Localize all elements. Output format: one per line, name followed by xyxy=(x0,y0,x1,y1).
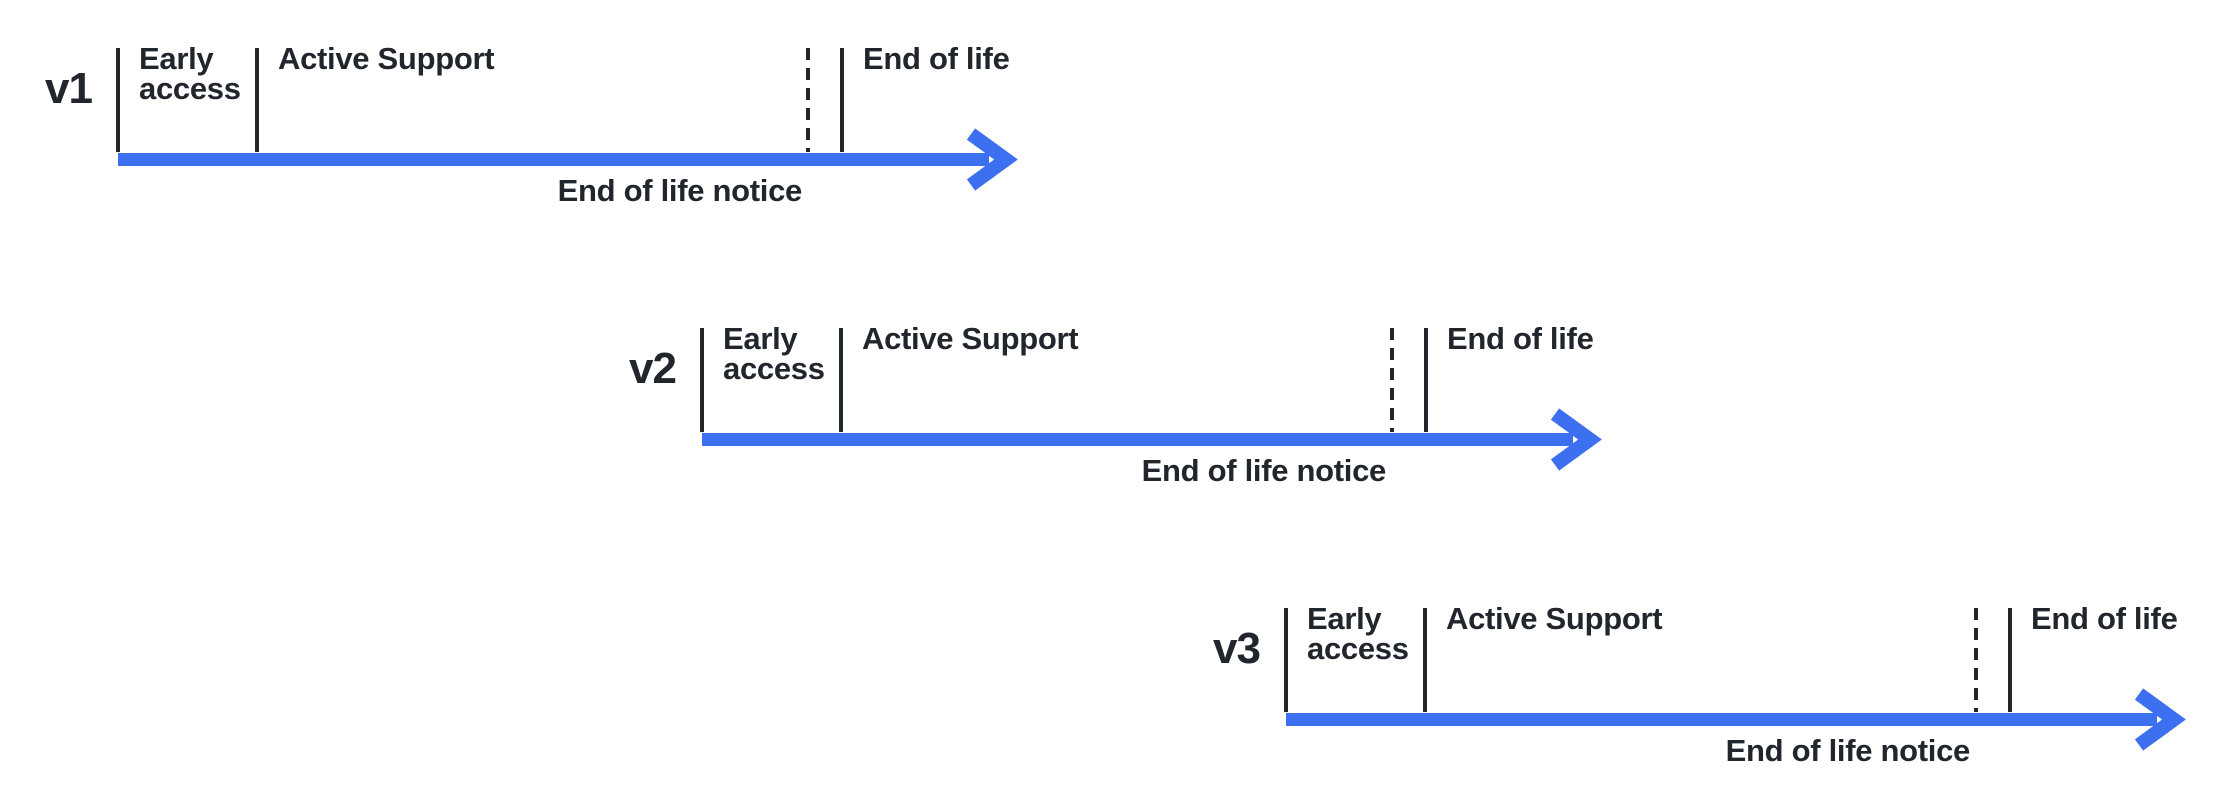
timeline-row-v2: v2 Early access Active Support End of li… xyxy=(532,316,1672,516)
version-label: v1 xyxy=(45,64,93,113)
timeline-arrowhead-icon xyxy=(1550,408,1602,471)
version-label: v2 xyxy=(629,344,677,393)
end-of-life-notice-label: End of life notice xyxy=(1725,733,1971,768)
timeline-row-v1: v1 Early access Active Support End of li… xyxy=(0,36,1088,236)
active-support-label: Active Support xyxy=(862,321,1079,356)
end-of-life-label: End of life xyxy=(863,41,1010,76)
timeline-arrowhead-icon xyxy=(966,128,1018,191)
early-access-label: Early access xyxy=(139,41,241,106)
end-of-life-notice-label: End of life notice xyxy=(1141,453,1387,488)
end-of-life-notice-label: End of life notice xyxy=(557,173,803,208)
early-access-label: Early access xyxy=(723,321,825,386)
timeline-row-v3: v3 Early access Active Support End of li… xyxy=(1116,596,2228,796)
timeline-graphic xyxy=(700,328,1602,471)
end-of-life-label: End of life xyxy=(1447,321,1594,356)
timeline-arrowhead-icon xyxy=(2134,688,2186,751)
version-label: v3 xyxy=(1213,624,1261,673)
end-of-life-label: End of life xyxy=(2031,601,2178,636)
timeline-graphic xyxy=(116,48,1018,191)
early-access-label: Early access xyxy=(1307,601,1409,666)
active-support-label: Active Support xyxy=(1446,601,1663,636)
timeline-graphic xyxy=(1284,608,2186,751)
active-support-label: Active Support xyxy=(278,41,495,76)
